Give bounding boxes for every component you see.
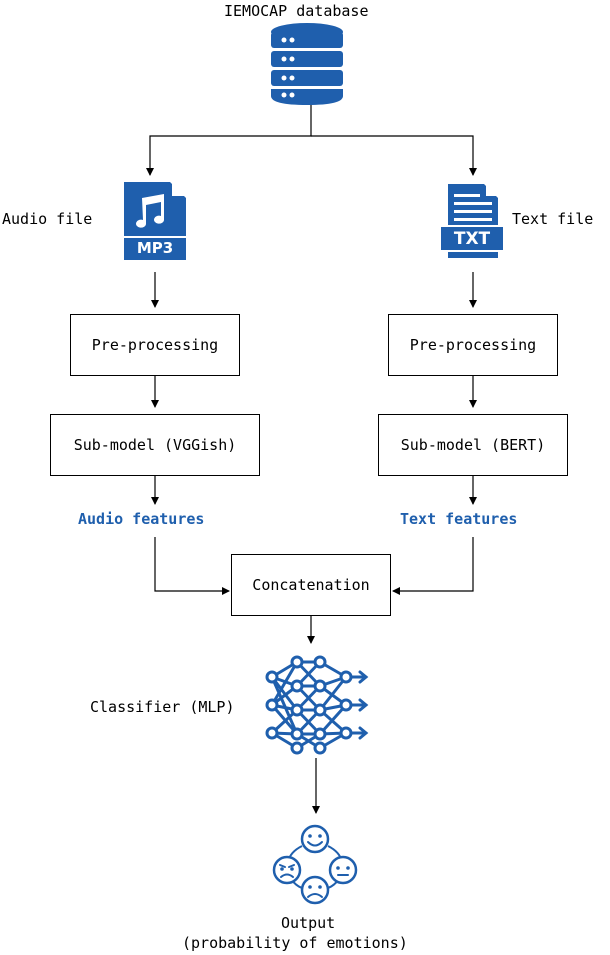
text-features-to-concat-arrow xyxy=(392,537,474,595)
concatenation-box: Concatenation xyxy=(231,554,391,616)
audio-features-label: Audio features xyxy=(78,510,205,528)
text-submodel-box: Sub-model (BERT) xyxy=(378,414,568,476)
audio-preprocessing-box: Pre-processing xyxy=(70,314,240,376)
db-to-text-arrow xyxy=(311,135,477,176)
classifier-label: Classifier (MLP) xyxy=(90,698,235,716)
text-preprocessing-box: Pre-processing xyxy=(388,314,558,376)
text-file-label: Text file xyxy=(512,210,594,228)
neural-network-icon xyxy=(265,655,369,755)
text-features-label: Text features xyxy=(400,510,518,528)
output-title: Output xyxy=(281,914,336,932)
mp3-icon-text: MP3 xyxy=(136,239,174,257)
mp3-file-icon: MP3 xyxy=(122,180,188,262)
database-title: IEMOCAP database xyxy=(224,2,369,20)
txt-file-icon: TXT xyxy=(440,182,504,260)
database-icon xyxy=(271,23,343,105)
audio-file-label: Audio file xyxy=(2,210,93,228)
audio-submodel-box: Sub-model (VGGish) xyxy=(50,414,260,476)
output-subtitle: (probability of emotions) xyxy=(182,934,408,952)
txt-icon-text: TXT xyxy=(453,229,491,249)
emotions-icon xyxy=(272,824,358,905)
audio-features-to-concat-arrow xyxy=(154,537,230,595)
db-to-audio-arrow xyxy=(146,105,312,176)
